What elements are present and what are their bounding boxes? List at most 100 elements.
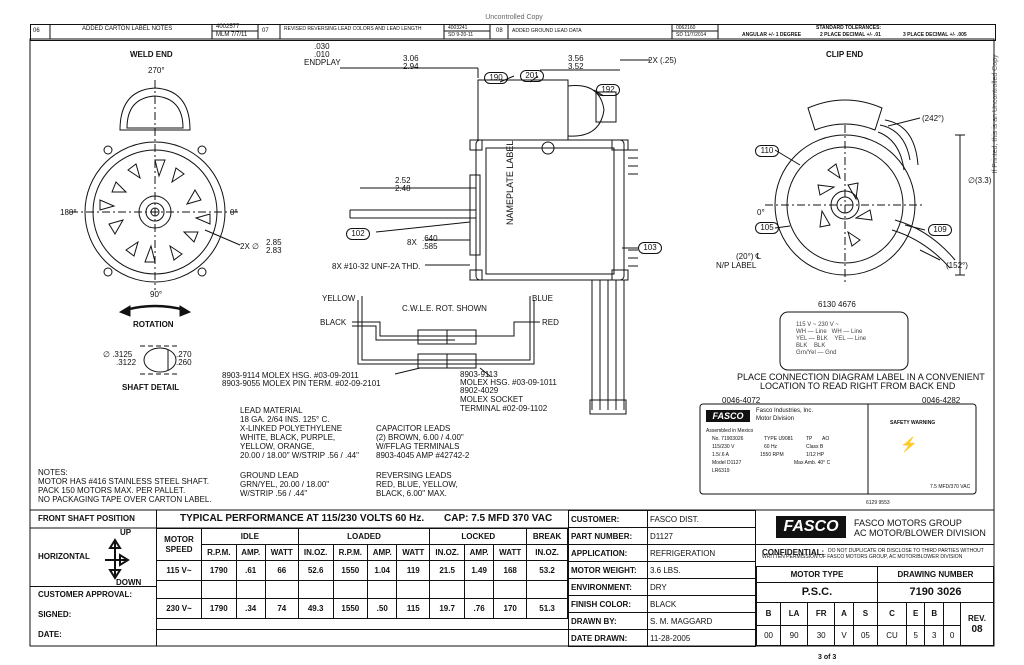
clip-angle-0: 0° <box>757 208 765 217</box>
clip-end-title: CLIP END <box>826 50 864 59</box>
rev-value: 08 <box>971 624 983 636</box>
performance-cap: CAP: 7.5 MFD 370 VAC <box>444 513 553 524</box>
col-header: AMP. <box>235 544 266 561</box>
code-value: 30 <box>807 624 836 647</box>
nameplate-hz: 60 Hz <box>764 444 778 450</box>
info-value: 3.6 LBS. <box>647 561 756 579</box>
nameplate-volts: 115/230 V <box>712 444 735 450</box>
wire-yellow: YELLOW <box>322 294 356 303</box>
nameplate-division: Motor Division <box>756 416 795 422</box>
dim2-max: 3.56 <box>568 54 584 63</box>
drawing-number-label: DRAWING NUMBER <box>876 566 995 583</box>
tb-line-1 <box>756 544 994 545</box>
signed-label: SIGNED: <box>38 610 72 619</box>
cell: 53.2 <box>526 560 568 581</box>
shaft-down: DOWN <box>116 578 142 587</box>
cell: 74 <box>264 598 299 619</box>
info-table: CUSTOMER:FASCO DIST. PART NUMBER:D1127 A… <box>568 510 756 647</box>
nameplate-amb: Max Amb. 40° C <box>794 460 831 466</box>
lead-material-2: X-LINKED POLYETHYLENE <box>240 424 343 433</box>
info-label: CUSTOMER: <box>568 510 648 528</box>
rev-07: 07 <box>262 28 269 34</box>
info-value: DRY <box>647 578 756 596</box>
nameplate-cap-label: 7.5 MFD/370 VAC <box>930 484 971 490</box>
dim1-min: 2.94 <box>403 62 419 71</box>
weld-hole-dim: 2X ∅ <box>240 242 259 251</box>
reversing-leads-0: REVERSING LEADS <box>376 471 452 480</box>
fasco-division: AC MOTOR/BLOWER DIVISION <box>854 528 986 538</box>
notes-2: PACK 150 MOTORS MAX. PER PALLET. <box>38 486 186 495</box>
rev-08-desc: ADDED GROUND LEAD DATA <box>512 28 582 34</box>
tolerances-title: STANDARD TOLERANCES: <box>816 25 882 31</box>
code-value: 05 <box>852 624 878 647</box>
weld-angle-0: 0° <box>230 208 238 217</box>
shaft-flat-max: .270 <box>176 350 192 359</box>
performance-title: TYPICAL PERFORMANCE AT 115/230 VOLTS 60 … <box>180 513 425 524</box>
col-header: AMP. <box>464 544 495 561</box>
nameplate-left-part: 0046-4072 <box>722 396 761 405</box>
nameplate-model: Model D1127 <box>712 460 742 466</box>
molex-right-2: MOLEX HSG. #03-09-1011 <box>460 378 557 387</box>
safety-warning: SAFETY WARNING <box>890 420 936 426</box>
code-value: 90 <box>780 624 809 647</box>
cell: 51.3 <box>526 598 568 619</box>
cell: .76 <box>464 598 495 619</box>
callout-201: 201 <box>520 70 544 82</box>
reversing-leads-1: RED, BLUE, YELLOW, <box>376 480 458 489</box>
code-value: V <box>834 624 854 647</box>
col-header: WATT <box>396 544 431 561</box>
reversing-leads-2: BLACK, 6.00" MAX. <box>376 489 447 498</box>
info-label: FINISH COLOR: <box>568 595 648 613</box>
approval-divider <box>30 586 156 587</box>
performance-table: MOTOR SPEED IDLE LOADED LOCKED BREAK R.P… <box>156 528 568 619</box>
ground-lead-0: GROUND LEAD <box>240 471 299 480</box>
col-header: IN.OZ. <box>526 544 568 561</box>
dim-2x: 2X (.25) <box>648 56 677 65</box>
table-row: 230 V~ 1790 .34 74 49.3 1550 .50 115 19.… <box>156 598 568 619</box>
capacitor-leads-3: 8903-4045 AMP #42742-2 <box>376 451 470 460</box>
info-label: APPLICATION: <box>568 544 648 562</box>
break-header: BREAK <box>526 528 568 545</box>
motor-type-label: MOTOR TYPE <box>756 566 878 583</box>
shaft-detail-title: SHAFT DETAIL <box>122 383 180 392</box>
lead-material-5: 20.00 / 18.00" W/STRIP .56 / .44" <box>240 451 359 460</box>
nameplate-lr: LR6319 <box>712 468 730 474</box>
cell: 170 <box>493 598 528 619</box>
confidential-text: DO NOT DUPLICATE OR DISCLOSE TO THIRD PA… <box>762 548 984 560</box>
nameplate-made-in: Assembled in Mexico <box>706 428 754 434</box>
lead-material-3: WHITE, BLACK, PURPLE, <box>240 433 336 442</box>
dim3-max: 2.52 <box>395 176 411 185</box>
np-label: N/P LABEL <box>716 261 757 270</box>
notes-3: NO PACKAGING TAPE OVER CARTON LABEL. <box>38 495 212 504</box>
col-header: IN.OZ. <box>297 544 334 561</box>
col-header: IN.OZ. <box>429 544 466 561</box>
perf-blank-rows <box>156 614 569 646</box>
dim4-max: .640 <box>422 234 438 243</box>
col-header: WATT <box>493 544 528 561</box>
nameplate-tp: TP <box>806 436 813 442</box>
front-shaft-title: FRONT SHAFT POSITION <box>38 514 135 523</box>
cwle-label: C.W.L.E. ROT. SHOWN <box>402 304 487 313</box>
rev-08: 08 <box>496 28 503 34</box>
nameplate-model-no: No. 71903026 <box>712 436 744 442</box>
warning-bolt-icon: ⚡ <box>900 436 918 452</box>
nameplate-label: NAMEPLATE LABEL <box>505 140 515 225</box>
revision-strip <box>30 24 996 41</box>
notes-0: NOTES: <box>38 468 68 477</box>
tol-3place: 3 PLACE DECIMAL +/- .005 <box>903 32 967 38</box>
wiring-diagram <box>352 296 540 377</box>
wire-blue: BLUE <box>532 294 553 303</box>
cell: 168 <box>493 560 528 581</box>
info-value: FASCO DIST. <box>647 510 756 528</box>
cell: 1790 <box>201 560 237 581</box>
endplay-max: .030 <box>314 42 330 51</box>
rotation-label: ROTATION <box>133 320 174 329</box>
ground-lead-1: GRN/YEL, 20.00 / 18.00" <box>240 480 330 489</box>
weld-end-view <box>70 80 241 290</box>
dim4-min: .585 <box>422 242 438 251</box>
rev-07-desc: REVISED REVERSING LEAD COLORS AND LEAD L… <box>284 26 422 32</box>
date-label: DATE: <box>38 630 62 639</box>
clip-end-view <box>765 99 965 285</box>
info-value: REFRIGERATION <box>647 544 756 562</box>
dim2-min: 3.52 <box>568 62 584 71</box>
